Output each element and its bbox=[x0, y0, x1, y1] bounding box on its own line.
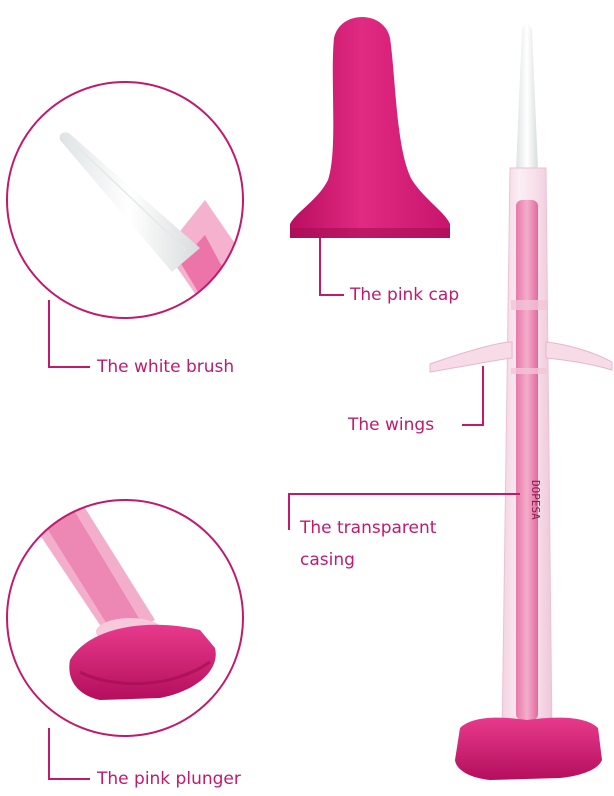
plunger-detail-circle bbox=[0, 495, 250, 745]
wing-left bbox=[430, 342, 512, 372]
label-cap: The pink cap bbox=[350, 283, 459, 307]
leader-plunger bbox=[49, 728, 90, 779]
leader-cap bbox=[320, 238, 344, 295]
leader-wings bbox=[462, 366, 483, 425]
label-casing-line1: The transparent bbox=[300, 516, 490, 540]
syringe: DOPESA bbox=[430, 24, 612, 780]
label-wings: The wings bbox=[348, 413, 434, 437]
pink-cap bbox=[290, 17, 450, 238]
casing-imprint: DOPESA bbox=[529, 480, 542, 520]
label-brush: The white brush bbox=[97, 355, 234, 379]
wing-right bbox=[546, 342, 612, 370]
inner-core bbox=[516, 200, 538, 720]
brush-tip bbox=[516, 24, 538, 170]
plunger-base bbox=[455, 718, 602, 780]
brush-detail-circle bbox=[0, 80, 260, 330]
label-plunger: The pink plunger bbox=[97, 767, 241, 791]
label-casing-line2: casing bbox=[300, 548, 490, 572]
label-casing: The transparent casing bbox=[300, 516, 490, 572]
